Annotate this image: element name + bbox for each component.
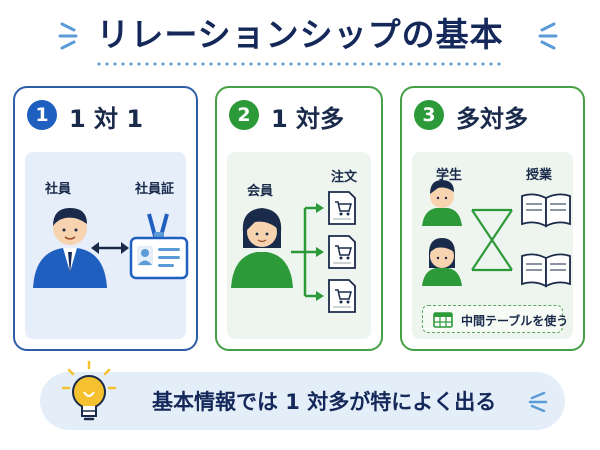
branch-arrows-icon <box>291 206 319 298</box>
card-panel: 会員 注文 <box>227 152 371 339</box>
entity-label-order: 注文 <box>331 170 358 185</box>
student-girl-icon <box>422 238 462 286</box>
table-icon <box>433 312 453 328</box>
card-number: 3 <box>414 100 444 130</box>
student-boy-icon <box>422 180 462 226</box>
title-underline <box>95 62 505 66</box>
entity-label-student: 学生 <box>436 168 463 183</box>
card-title: 1 対 1 <box>69 105 144 133</box>
one-to-one-illustration <box>33 208 189 288</box>
card-panel: 学生 授業 <box>412 152 573 339</box>
entity-label-member: 会員 <box>247 184 274 199</box>
one-to-many-illustration <box>231 191 356 313</box>
book-icon <box>521 253 571 288</box>
sparkle-left-icon <box>58 22 78 50</box>
page-title: リレーションシップの基本 <box>96 15 504 54</box>
order-document-icon <box>328 235 356 269</box>
order-document-icon <box>328 191 356 225</box>
double-arrow-icon <box>91 242 129 254</box>
card-one-to-one: 1 1 対 1 社員 社員証 <box>13 86 198 351</box>
card-number: 2 <box>229 100 259 130</box>
cross-links-icon <box>471 208 513 272</box>
order-document-icon <box>328 279 356 313</box>
header: リレーションシップの基本 <box>0 0 600 80</box>
junction-table-note: 中間テーブルを使う <box>422 305 568 333</box>
entity-label-id-card: 社員証 <box>135 182 175 197</box>
tip-banner: 基本情報では 1 対多が特によく出る <box>40 372 565 430</box>
many-to-many-illustration <box>422 180 571 288</box>
tip-text: 基本情報では 1 対多が特によく出る <box>152 390 497 414</box>
card-title: 1 対多 <box>271 105 345 133</box>
businessman-icon <box>33 208 107 288</box>
lightbulb-icon <box>61 360 117 421</box>
sparkle-banner-icon <box>528 391 548 413</box>
junction-table-label: 中間テーブルを使う <box>461 314 569 328</box>
id-card-icon <box>129 213 189 280</box>
book-icon <box>521 193 571 228</box>
member-woman-icon <box>231 208 293 288</box>
card-one-to-many: 2 1 対多 会員 注文 <box>215 86 383 351</box>
sparkle-right-icon <box>538 22 558 50</box>
card-title: 多対多 <box>456 105 528 133</box>
entity-label-class: 授業 <box>526 168 553 183</box>
card-many-to-many: 3 多対多 学生 授業 <box>400 86 585 351</box>
card-panel: 社員 社員証 <box>25 152 189 339</box>
card-number: 1 <box>27 100 57 130</box>
entity-label-employee: 社員 <box>45 182 72 197</box>
